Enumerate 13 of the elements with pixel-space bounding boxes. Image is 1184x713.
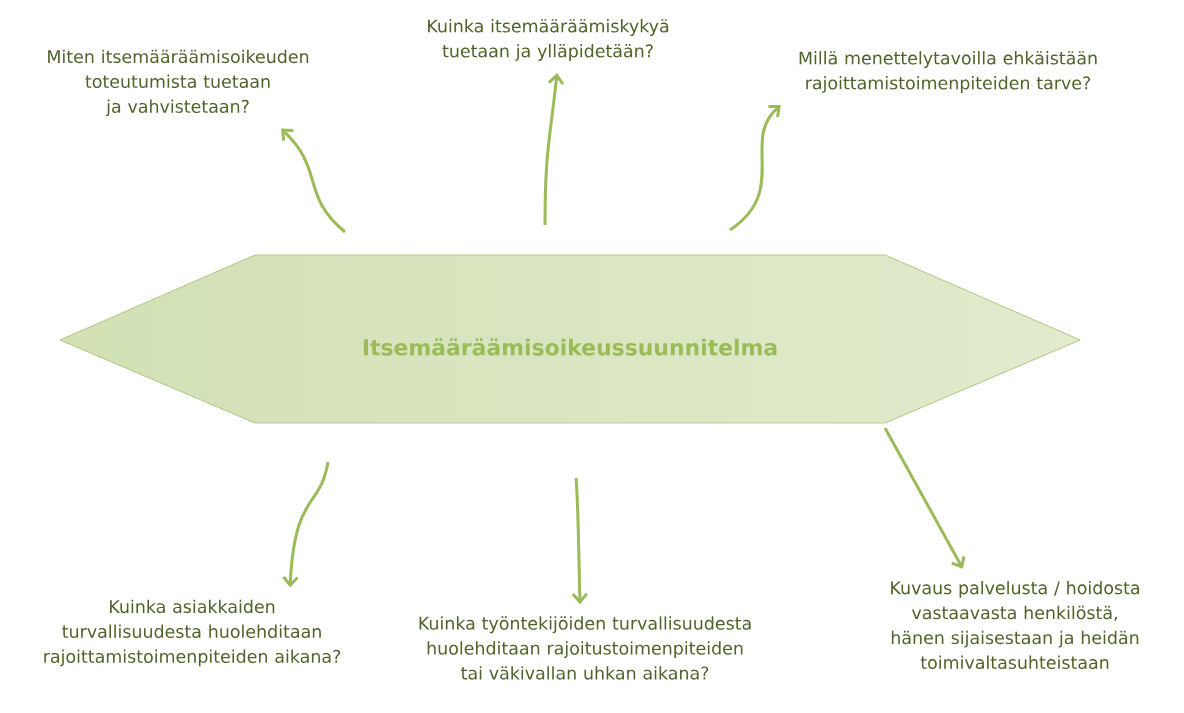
question-text: Kuvaus palvelusta / hoidosta vastaavasta henkilöstä, hänen sijaisestaan ja heidän toimivaltasuhteistaan: [891, 580, 1139, 670]
question-text: Kuinka itsemääräämiskykyä tuetaan ja ylläpidetään?: [428, 19, 669, 61]
hexagon-box: Itsemääräämisoikeussuunnitelma: [59, 254, 1081, 424]
question-text: Millä menettelytavoilla ehkäistään rajoittamistoimenpiteiden tarve?: [799, 51, 1097, 93]
curved-arrow: [729, 104, 781, 232]
curved-arrow: [543, 73, 565, 225]
curved-arrow: [281, 128, 347, 234]
question-text: Miten itsemääräämisoikeuden toteutumista tuetaan ja vahvistetaan?: [48, 49, 309, 117]
curved-arrow: [883, 427, 966, 569]
curved-arrow: [282, 461, 330, 588]
question-text: Kuinka asiakkaiden turvallisuudesta huolehditaan rajoittamistoimenpiteiden aikana?: [44, 599, 341, 667]
curved-arrow: [571, 477, 588, 605]
question-text: Kuinka työntekijöiden turvallisuudesta huolehditaan rajoitustoimenpiteiden tai väkivallan uhkan aikana?: [419, 616, 751, 680]
